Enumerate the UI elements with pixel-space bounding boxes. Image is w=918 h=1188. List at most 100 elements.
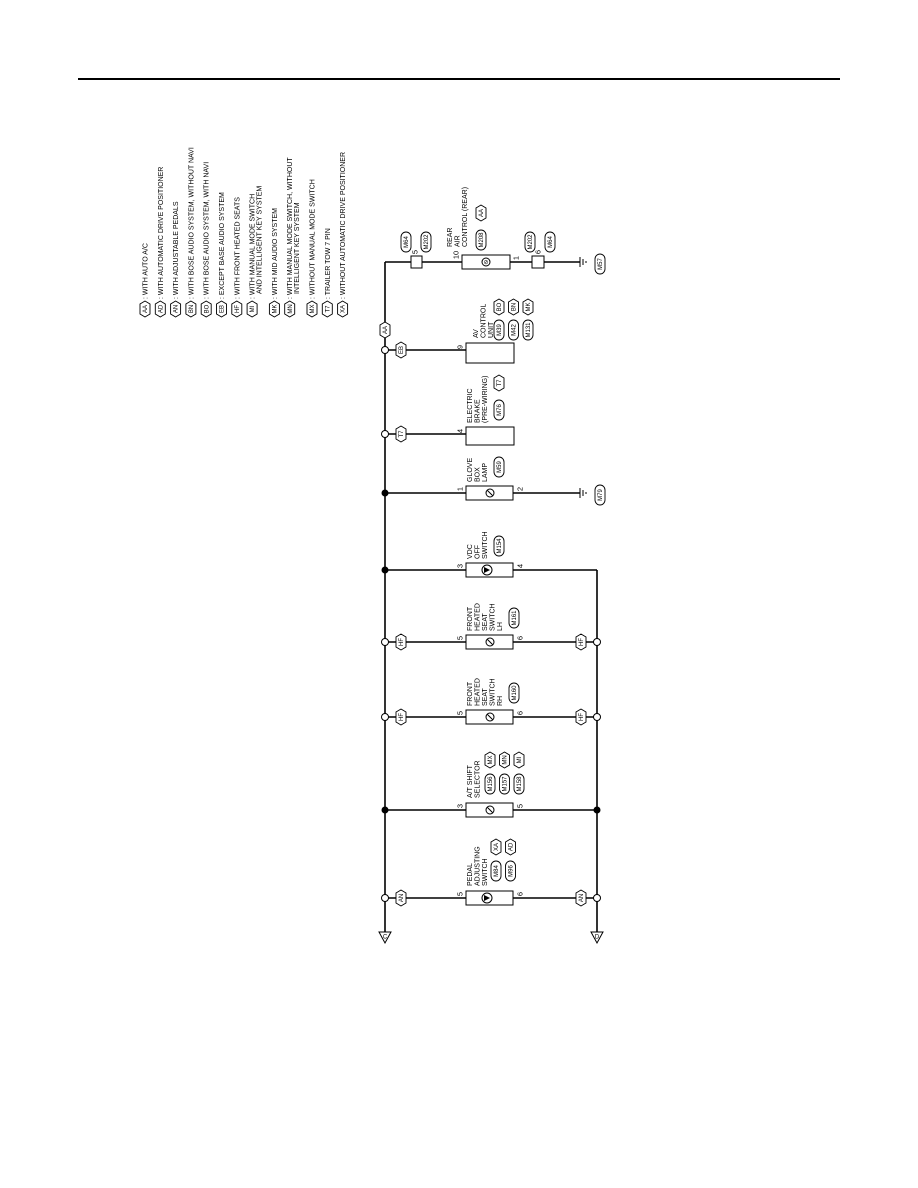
legend-text: : WITHOUT MANUAL MODE SWITCH <box>310 179 317 299</box>
svg-text:10: 10 <box>452 251 461 259</box>
svg-text:BN: BN <box>189 305 195 313</box>
bus-tag-t7: T7 <box>395 425 407 443</box>
svg-text:D: D <box>595 935 600 941</box>
legend-text: : WITH MID AUDIO SYSTEM <box>272 208 279 299</box>
svg-text:FRONT: FRONT <box>467 606 474 631</box>
svg-text:BRAKE: BRAKE <box>475 399 482 423</box>
svg-text:3: 3 <box>456 564 465 568</box>
connector-pill: M39 <box>493 319 505 341</box>
svg-text:MK: MK <box>273 305 279 314</box>
electric-brake-box <box>465 426 515 446</box>
svg-text:EB: EB <box>399 346 405 354</box>
svg-text:HF: HF <box>235 305 241 313</box>
svg-text:VDC: VDC <box>467 544 474 559</box>
bus-tag-hf: HF <box>395 708 407 726</box>
bus-tag-eb: EB <box>395 341 407 359</box>
svg-text:AN: AN <box>174 305 180 313</box>
legend-code-bo: BO <box>200 300 212 318</box>
rear-air-control-symbol-icon <box>481 257 491 267</box>
svg-text:SWITCH: SWITCH <box>490 678 497 706</box>
ground-connector-pill: M79 <box>594 484 606 506</box>
svg-text:HF: HF <box>399 638 405 646</box>
svg-text:6: 6 <box>516 892 525 896</box>
legend-text: : TRAILER TOW 7 PIN <box>325 228 332 299</box>
svg-text:M39: M39 <box>497 324 503 336</box>
bus-tag-aa: AA <box>379 321 391 339</box>
svg-text:AD: AD <box>158 304 164 313</box>
svg-text:M208: M208 <box>479 232 485 248</box>
svg-text:AV: AV <box>473 329 480 338</box>
terminal-c: C <box>378 931 392 945</box>
option-tag: MX <box>484 751 496 769</box>
return-tag-hf: HF <box>575 708 587 726</box>
svg-text:CONTROL (REAR): CONTROL (REAR) <box>462 187 469 247</box>
svg-text:M154: M154 <box>497 538 503 554</box>
legend-code-mk: MK <box>268 300 280 318</box>
option-tag: BN <box>508 298 519 316</box>
bus-tag-hf: HF <box>395 633 407 651</box>
option-legend: AA: WITH AUTO A/CAD: WITH AUTOMATIC DRIV… <box>139 147 349 318</box>
svg-text:FRONT: FRONT <box>467 681 474 706</box>
svg-text:6: 6 <box>516 711 525 715</box>
wires <box>384 261 598 932</box>
svg-text:C: C <box>383 935 388 941</box>
terminal-d: D <box>590 931 604 945</box>
svg-text:M59: M59 <box>497 461 503 473</box>
svg-text:1: 1 <box>512 256 521 260</box>
svg-text:T7: T7 <box>497 379 503 387</box>
svg-text:SEAT: SEAT <box>482 688 489 706</box>
svg-text:M96: M96 <box>509 865 515 877</box>
connector-pill: M161 <box>508 607 520 629</box>
connector-pill: M59 <box>493 456 505 478</box>
legend-code-ad: AD <box>154 300 166 318</box>
component-boxes: ⊘ <box>410 254 545 906</box>
svg-text:MK: MK <box>526 303 532 312</box>
svg-text:HF: HF <box>579 713 585 721</box>
svg-text:M131: M131 <box>526 322 532 338</box>
return-tag-hf: HF <box>575 633 587 651</box>
option-tag: MI <box>513 751 525 769</box>
svg-text:XA: XA <box>494 843 500 851</box>
svg-text:PEDAL: PEDAL <box>467 863 474 886</box>
svg-text:GLOVE: GLOVE <box>467 458 474 482</box>
svg-text:EB: EB <box>220 305 226 313</box>
svg-text:M161: M161 <box>512 610 518 626</box>
connector-pill: M154 <box>493 535 505 557</box>
svg-text:RH: RH <box>497 696 504 706</box>
legend-text-continued: AND INTELLIGENT KEY SYSTEM <box>257 186 264 294</box>
option-tag: AD <box>505 838 516 856</box>
legend-text: : WITH MANUAL MODE SWITCH <box>250 194 257 299</box>
option-tag: T7 <box>493 374 505 392</box>
legend-text: : WITH AUTO A/C <box>143 243 150 299</box>
svg-text:5: 5 <box>516 804 525 808</box>
legend-code-mx: MX <box>306 300 318 318</box>
legend-code-mn: MN <box>284 300 296 318</box>
svg-text:M160: M160 <box>512 685 518 701</box>
svg-text:HEATED: HEATED <box>475 678 482 706</box>
legend-code-mi: MI <box>246 300 258 318</box>
svg-text:BN: BN <box>512 303 518 311</box>
connector-pill: M76 <box>493 399 505 421</box>
option-tag: MN <box>499 751 510 769</box>
connector-pill: M84 <box>490 860 502 882</box>
svg-text:M202: M202 <box>528 234 534 250</box>
legend-text: : WITH ADJUSTABLE PEDALS <box>173 201 180 299</box>
svg-text:MI: MI <box>250 305 256 312</box>
connector-pill: M64 <box>544 231 556 253</box>
connector-pill: M202 <box>420 231 432 253</box>
legend-text-continued: INTELLIGENT KEY SYSTEM <box>294 202 301 294</box>
svg-text:MX: MX <box>488 756 494 765</box>
svg-text:AN: AN <box>579 894 585 902</box>
svg-text:6: 6 <box>516 636 525 640</box>
svg-text:M156: M156 <box>488 776 494 792</box>
legend-text: : WITH BOSE AUDIO SYSTEM, WITH NAVI <box>204 162 211 299</box>
connector-pill: M64 <box>400 231 412 253</box>
